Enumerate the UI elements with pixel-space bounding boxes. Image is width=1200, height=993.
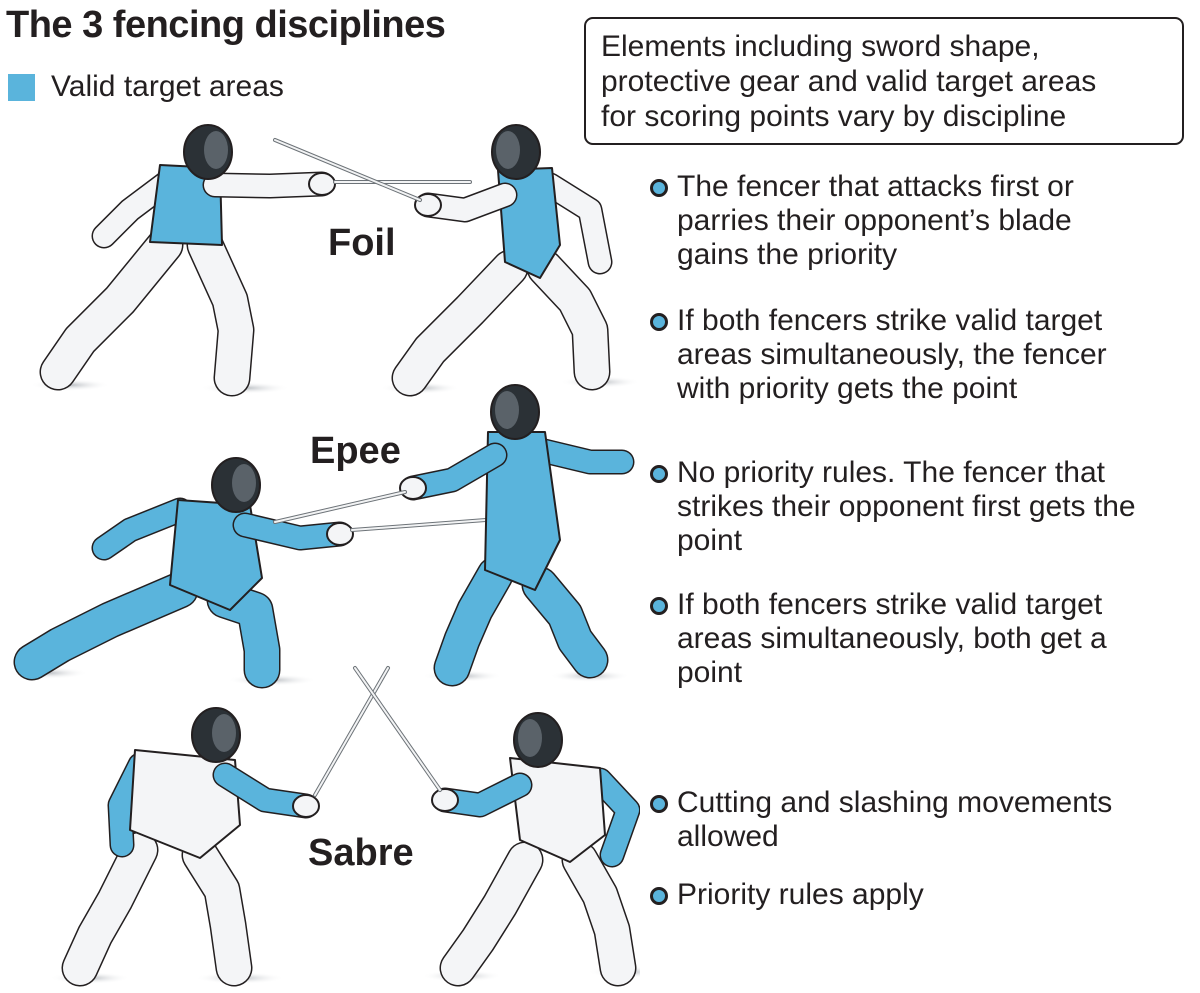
epee-label: Epee (310, 430, 401, 472)
bullet-icon (650, 795, 668, 813)
page-title: The 3 fencing disciplines (6, 4, 446, 46)
fencers-illustration (8, 124, 640, 987)
legend-swatch (8, 73, 35, 101)
legend-label: Valid target areas (51, 70, 284, 103)
foil-note-1: The fencer that attacks first or parries… (650, 170, 1195, 272)
sabre-note-2: Priority rules apply (650, 878, 1195, 912)
bullet-icon (650, 313, 668, 331)
foil-fencer-right (273, 124, 640, 397)
bullet-icon (650, 465, 668, 483)
sabre-fencer-right (353, 666, 640, 987)
sabre-note-1: Cutting and slashing movements allowed (650, 786, 1195, 854)
intro-box: Elements including sword shape, protecti… (584, 17, 1184, 145)
bullet-icon (650, 179, 668, 197)
foil-note-2: If both fencers strike valid target area… (650, 304, 1195, 406)
epee-note-1: No priority rules. The fencer that strik… (650, 456, 1195, 558)
intro-text: Elements including sword shape, protecti… (601, 30, 1097, 133)
epee-note-2: If both fencers strike valid target area… (650, 588, 1195, 690)
legend: Valid target areas (8, 70, 284, 104)
epee-fencer-right (273, 384, 635, 687)
foil-fencer-left (30, 124, 472, 397)
sabre-fencer-left (50, 666, 390, 987)
sabre-label: Sabre (308, 832, 414, 874)
bullet-icon (650, 887, 668, 905)
foil-label: Foil (328, 222, 396, 264)
bullet-icon (650, 597, 668, 615)
epee-fencer-left (8, 457, 514, 689)
